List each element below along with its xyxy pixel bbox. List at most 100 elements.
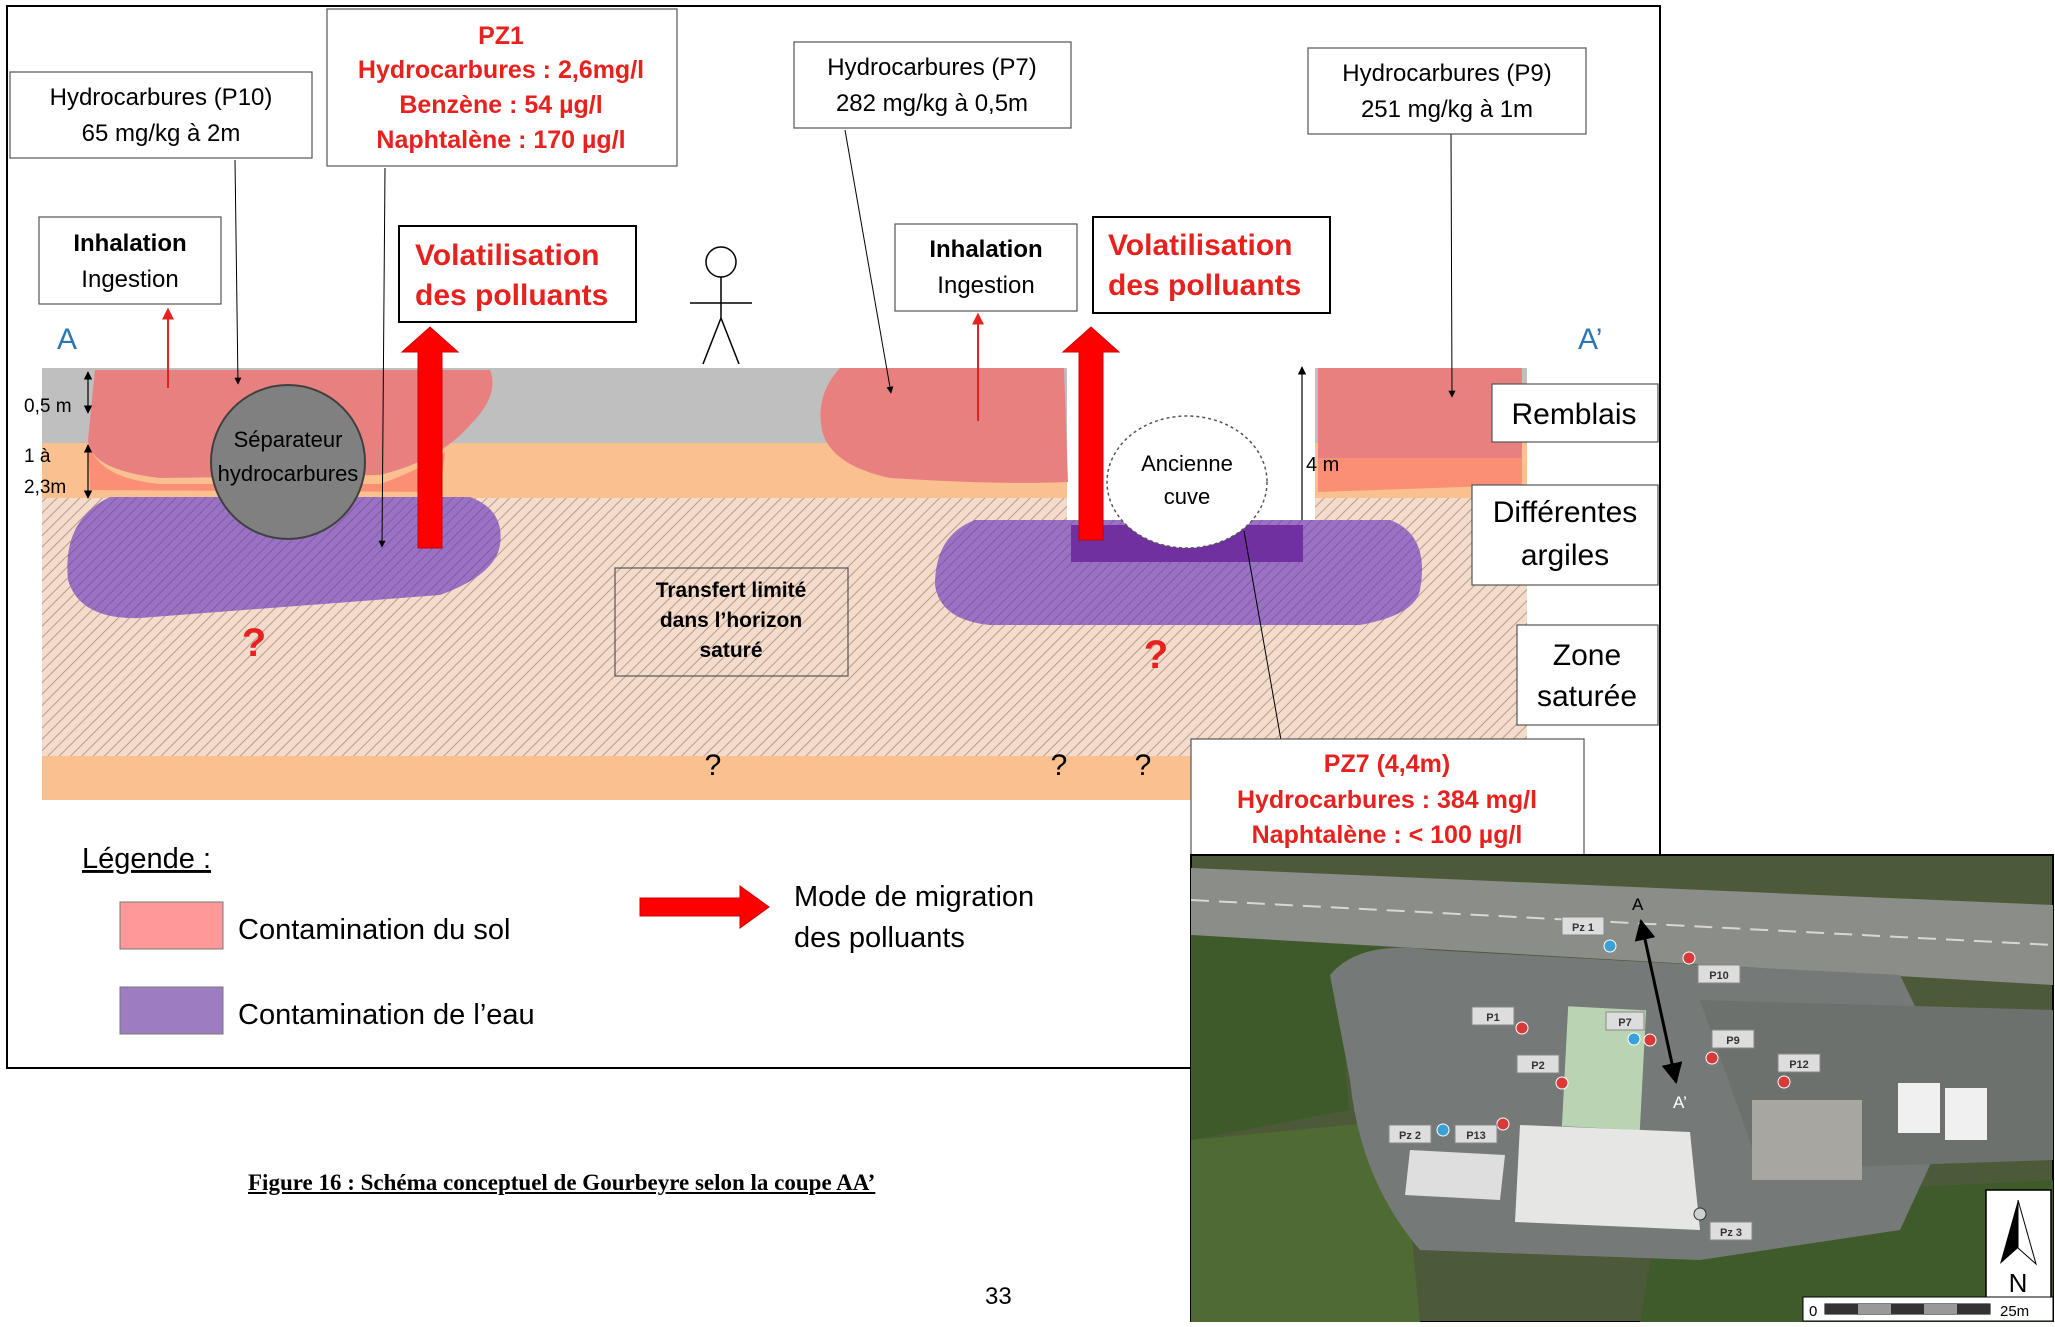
- layer-label-zone-box: [1516, 624, 1659, 726]
- box-p10-line2: 65 mg/kg à 2m: [82, 120, 241, 147]
- box-transfert-line1: Transfert limité: [656, 579, 807, 602]
- question-mark-2: ?: [1051, 749, 1068, 782]
- legend-label-soil: Contamination du sol: [238, 914, 510, 946]
- legend-label-migration-2: des polluants: [794, 922, 965, 954]
- north-label: N: [2009, 1268, 2028, 1298]
- box-inhalation-1: [38, 216, 222, 305]
- leader-pz1: [378, 167, 386, 548]
- soil-contamination-p7: [820, 368, 1068, 483]
- well-marker-p7: [1643, 1033, 1657, 1047]
- leader-p9: [1448, 132, 1456, 398]
- question-mark-red-2: ?: [1144, 633, 1168, 677]
- box-pz7-line2: Naphtalène : < 100 µg/l: [1252, 821, 1523, 849]
- box-volatilisation-2-line1: Volatilisation: [1108, 229, 1292, 262]
- layer-label-remblais: Remblais: [1511, 398, 1636, 431]
- volatilisation-arrow-2: [1061, 326, 1121, 541]
- well-marker-pz3: [1693, 1207, 1707, 1221]
- box-transfert: [614, 567, 849, 677]
- layer-label-zone-2: saturée: [1537, 680, 1637, 713]
- well-label-p9: P9: [1726, 1035, 1739, 1047]
- box-pz7: [1190, 738, 1585, 864]
- aerial-map: [1190, 854, 2054, 1323]
- legend-label-water: Contamination de l’eau: [238, 999, 535, 1031]
- old-tank-shape: [1106, 415, 1268, 549]
- scale-label-end: 25m: [2000, 1303, 2029, 1320]
- depth-label-23: 2,3m: [24, 477, 66, 498]
- soil-contamination-p9: [1318, 368, 1522, 460]
- tank-label-2: cuve: [1164, 484, 1210, 509]
- box-transfert-line3: saturé: [699, 639, 762, 662]
- depth-label-4m: 4 m: [1306, 454, 1339, 476]
- box-inhalation-2-line1: Inhalation: [929, 236, 1042, 263]
- box-volatilisation-1: [398, 225, 637, 323]
- map-wells: Pz 1 P10 P1 P7 P9 P2 P12 Pz 2 P13 Pz 3: [1388, 916, 1821, 1241]
- well-label-p12: P12: [1789, 1059, 1809, 1071]
- box-p10: [9, 71, 313, 159]
- layer-label-remblais-box: [1491, 383, 1659, 443]
- box-p7-line2: 282 mg/kg à 0,5m: [836, 90, 1028, 117]
- well-label-p1: P1: [1486, 1012, 1499, 1024]
- well-marker-p10: [1682, 951, 1696, 965]
- box-transfert-line2: dans l’horizon: [660, 609, 802, 632]
- north-arrow-icon: [1985, 1189, 2052, 1299]
- scale-bar: [1802, 1296, 2054, 1322]
- well-label-p10: P10: [1709, 970, 1729, 982]
- volatilisation-arrow-1: [400, 326, 460, 549]
- well-marker-pz1: [1603, 939, 1617, 953]
- well-label-pz2: Pz 2: [1399, 1130, 1421, 1142]
- box-pz1-line3: Naphtalène : 170 µg/l: [376, 126, 625, 154]
- box-pz1-title: PZ1: [478, 22, 524, 50]
- box-volatilisation-2-line2: des polluants: [1108, 269, 1301, 302]
- leader-p10: [234, 159, 242, 385]
- separator-hydrocarbures-shape: [210, 384, 366, 540]
- legend-title: Légende :: [82, 843, 211, 875]
- box-pz7-title: PZ7 (4,4m): [1324, 750, 1450, 778]
- well-marker-p9: [1705, 1051, 1719, 1065]
- leader-p7: [844, 129, 894, 394]
- figure-caption: Figure 16 : Schéma conceptuel de Gourbey…: [248, 1170, 876, 1195]
- box-p9-line2: 251 mg/kg à 1m: [1361, 96, 1533, 123]
- question-mark-3: ?: [1135, 749, 1152, 782]
- well-marker-p7-blue: [1627, 1032, 1641, 1046]
- layer-label-zone-1: Zone: [1553, 639, 1621, 672]
- separator-label-2: hydrocarbures: [218, 461, 359, 486]
- well-label-p13: P13: [1466, 1130, 1486, 1142]
- layer-label-argiles-1: Différentes: [1493, 496, 1638, 529]
- well-label-p7: P7: [1618, 1017, 1631, 1029]
- well-label-pz1: Pz 1: [1572, 922, 1594, 934]
- well-marker-p13: [1496, 1117, 1510, 1131]
- box-inhalation-1-line1: Inhalation: [73, 230, 186, 257]
- box-inhalation-2-line2: Ingestion: [937, 272, 1034, 299]
- well-label-pz3: Pz 3: [1720, 1227, 1742, 1239]
- legend-swatch-water: [119, 986, 224, 1035]
- box-p10-line1: Hydrocarbures (P10): [50, 84, 273, 111]
- leader-pz7: [1243, 530, 1282, 741]
- separator-label-1: Séparateur: [234, 427, 343, 452]
- box-p9-line1: Hydrocarbures (P9): [1342, 60, 1551, 87]
- depth-label-05: 0,5 m: [24, 396, 72, 417]
- well-marker-p1: [1515, 1021, 1529, 1035]
- well-marker-p2: [1555, 1076, 1569, 1090]
- box-pz7-line1: Hydrocarbures : 384 mg/l: [1237, 786, 1537, 814]
- legend-swatch-soil: [119, 901, 224, 950]
- box-inhalation-1-line2: Ingestion: [81, 266, 178, 293]
- water-plume-left: [67, 497, 501, 619]
- section-start-label: A: [57, 323, 77, 356]
- legend-arrow-icon: [639, 885, 770, 929]
- well-marker-p12: [1777, 1075, 1791, 1089]
- tank-label-1: Ancienne: [1141, 451, 1233, 476]
- depth-label-1: 1 à: [24, 446, 51, 467]
- page-number: 33: [985, 1283, 1012, 1310]
- section-end-label: A’: [1578, 323, 1602, 356]
- soil-contamination-left-deep: [88, 440, 445, 492]
- box-volatilisation-1-line1: Volatilisation: [415, 239, 599, 272]
- box-volatilisation-2: [1092, 216, 1331, 314]
- box-volatilisation-1-line2: des polluants: [415, 279, 608, 312]
- map-label-a: A: [1632, 895, 1644, 914]
- well-label-p2: P2: [1531, 1060, 1544, 1072]
- legend-label-migration-1: Mode de migration: [794, 881, 1034, 913]
- soil-contamination-p9-deep: [1318, 458, 1522, 492]
- well-marker-pz2: [1436, 1123, 1450, 1137]
- question-mark-red-1: ?: [242, 621, 266, 665]
